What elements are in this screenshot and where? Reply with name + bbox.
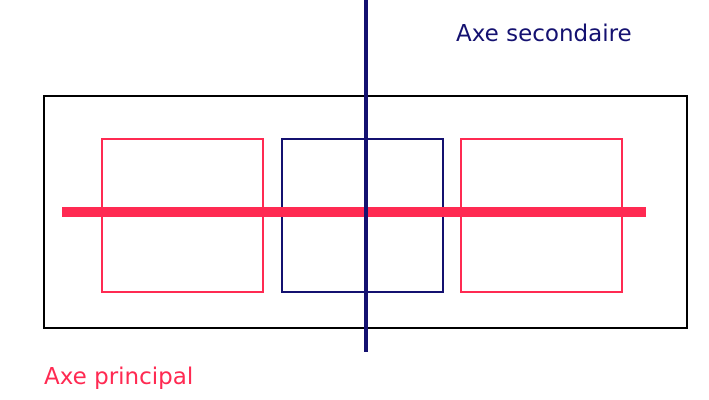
main-axis-label: Axe principal [44, 364, 194, 390]
secondary-axis-label: Axe secondaire [456, 21, 632, 47]
